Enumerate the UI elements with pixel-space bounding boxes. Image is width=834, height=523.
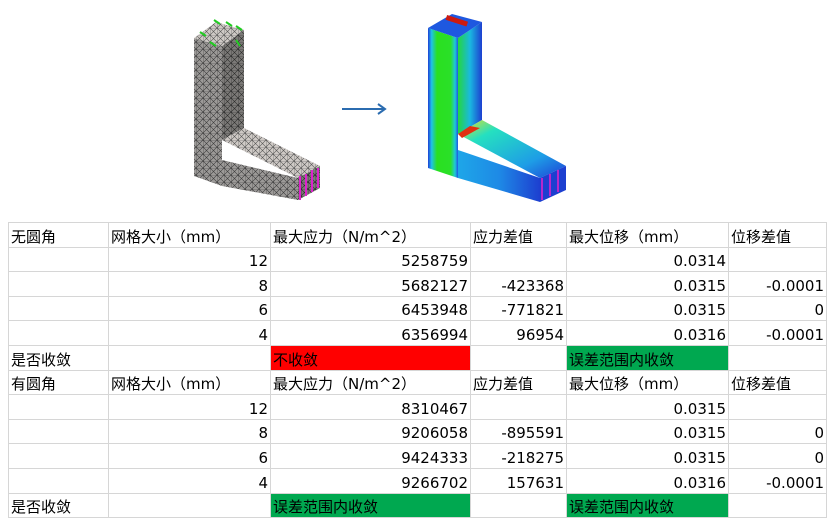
convergence-table: 无圆角 网格大小（mm） 最大应力（N/m^2） 应力差值 最大位移（mm） 位… bbox=[8, 222, 827, 519]
stress-diff-cell[interactable]: -895591 bbox=[470, 418, 567, 445]
max-stress-cell[interactable]: 9424333 bbox=[270, 443, 471, 469]
column-header-max-displacement: 最大位移（mm） bbox=[566, 369, 729, 396]
mesh-size-cell[interactable]: 12 bbox=[108, 394, 271, 420]
displacement-convergence-badge[interactable]: 误差范围内收敛 bbox=[566, 344, 729, 371]
displacement-diff-cell[interactable]: -0.0001 bbox=[728, 467, 827, 494]
table-row: 8 9206058 -895591 0.0315 0 bbox=[8, 418, 827, 445]
table-row: 6 9424333 -218275 0.0315 0 bbox=[8, 443, 827, 469]
table-row: 4 9266702 157631 0.0316 -0.0001 bbox=[8, 467, 827, 494]
mesh-size-cell[interactable]: 6 bbox=[108, 443, 271, 469]
table-header-row: 无圆角 网格大小（mm） 最大应力（N/m^2） 应力差值 最大位移（mm） 位… bbox=[8, 222, 827, 248]
displacement-convergence-badge[interactable]: 误差范围内收敛 bbox=[566, 492, 729, 519]
table-row: 8 5682127 -423368 0.0315 -0.0001 bbox=[8, 271, 827, 297]
column-header-max-displacement: 最大位移（mm） bbox=[566, 222, 729, 248]
mesh-size-cell[interactable]: 8 bbox=[108, 271, 271, 297]
column-header-mesh-size[interactable]: 网格大小（mm） bbox=[108, 222, 271, 248]
max-displacement-cell[interactable]: 0.0315 bbox=[566, 394, 729, 420]
table-row: 4 6356994 96954 0.0316 -0.0001 bbox=[8, 320, 827, 346]
max-displacement-cell[interactable]: 0.0316 bbox=[566, 467, 729, 494]
table-row: 12 8310467 0.0315 bbox=[8, 394, 827, 420]
max-displacement-cell[interactable]: 0.0315 bbox=[566, 418, 729, 445]
table-title: 无圆角 bbox=[8, 222, 109, 248]
stress-diff-cell[interactable]: 96954 bbox=[470, 320, 567, 346]
table-row: 6 6453948 -771821 0.0315 0 bbox=[8, 295, 827, 322]
max-displacement-cell[interactable]: 0.0315 bbox=[566, 443, 729, 469]
stress-diff-cell[interactable] bbox=[470, 394, 567, 420]
max-displacement-cell[interactable]: 0.0316 bbox=[566, 320, 729, 346]
right-arrow-icon bbox=[342, 103, 387, 115]
max-displacement-cell[interactable]: 0.0315 bbox=[566, 271, 729, 297]
mesh-size-cell[interactable]: 4 bbox=[108, 467, 271, 494]
stress-result-model bbox=[428, 14, 566, 202]
max-stress-cell[interactable]: 5682127 bbox=[270, 271, 471, 297]
convergence-label: 是否收敛 bbox=[8, 492, 109, 519]
column-header-max-stress: 最大应力（N/m^2） bbox=[270, 369, 471, 396]
mesh-size-cell[interactable]: 12 bbox=[108, 246, 271, 273]
column-header-max-stress: 最大应力（N/m^2） bbox=[270, 222, 471, 248]
column-header-stress-diff: 应力差值 bbox=[470, 369, 567, 396]
mesh-size-cell[interactable]: 6 bbox=[108, 295, 271, 322]
max-stress-cell[interactable]: 6356994 bbox=[270, 320, 471, 346]
mesh-model bbox=[194, 19, 320, 200]
max-stress-cell[interactable]: 9206058 bbox=[270, 418, 471, 445]
stress-diff-cell[interactable]: -423368 bbox=[470, 271, 567, 297]
convergence-label: 是否收敛 bbox=[8, 344, 109, 371]
displacement-diff-cell[interactable]: -0.0001 bbox=[728, 271, 827, 297]
displacement-diff-cell[interactable]: 0 bbox=[728, 418, 827, 445]
mesh-size-cell[interactable]: 4 bbox=[108, 320, 271, 346]
table-header-row: 有圆角 网格大小（mm） 最大应力（N/m^2） 应力差值 最大位移（mm） 位… bbox=[8, 369, 827, 396]
max-stress-cell[interactable]: 9266702 bbox=[270, 467, 471, 494]
displacement-diff-cell[interactable] bbox=[728, 394, 827, 420]
stress-diff-cell[interactable]: 157631 bbox=[470, 467, 567, 494]
stress-diff-cell[interactable]: -771821 bbox=[470, 295, 567, 322]
table-title: 有圆角 bbox=[8, 369, 109, 396]
stress-diff-cell[interactable]: -218275 bbox=[470, 443, 567, 469]
stress-convergence-badge[interactable]: 不收敛 bbox=[270, 344, 471, 371]
convergence-row: 是否收敛 不收敛 误差范围内收敛 bbox=[8, 344, 827, 371]
max-displacement-cell[interactable]: 0.0314 bbox=[566, 246, 729, 273]
stress-convergence-badge[interactable]: 误差范围内收敛 bbox=[270, 492, 471, 519]
mesh-size-cell[interactable]: 8 bbox=[108, 418, 271, 445]
table-row: 12 5258759 0.0314 bbox=[8, 246, 827, 273]
column-header-displacement-diff: 位移差值 bbox=[728, 222, 827, 248]
displacement-diff-cell[interactable]: 0 bbox=[728, 443, 827, 469]
max-stress-cell[interactable]: 8310467 bbox=[270, 394, 471, 420]
stress-diff-cell[interactable] bbox=[470, 246, 567, 273]
displacement-diff-cell[interactable]: -0.0001 bbox=[728, 320, 827, 346]
displacement-diff-cell[interactable] bbox=[728, 246, 827, 273]
displacement-diff-cell[interactable]: 0 bbox=[728, 295, 827, 322]
column-header-mesh-size: 网格大小（mm） bbox=[108, 369, 271, 396]
max-stress-cell[interactable]: 5258759 bbox=[270, 246, 471, 273]
model-figure bbox=[194, 14, 566, 202]
max-displacement-cell[interactable]: 0.0315 bbox=[566, 295, 729, 322]
convergence-row: 是否收敛 误差范围内收敛 误差范围内收敛 bbox=[8, 492, 827, 519]
column-header-displacement-diff: 位移差值 bbox=[728, 369, 827, 396]
column-header-stress-diff: 应力差值 bbox=[470, 222, 567, 248]
max-stress-cell[interactable]: 6453948 bbox=[270, 295, 471, 322]
